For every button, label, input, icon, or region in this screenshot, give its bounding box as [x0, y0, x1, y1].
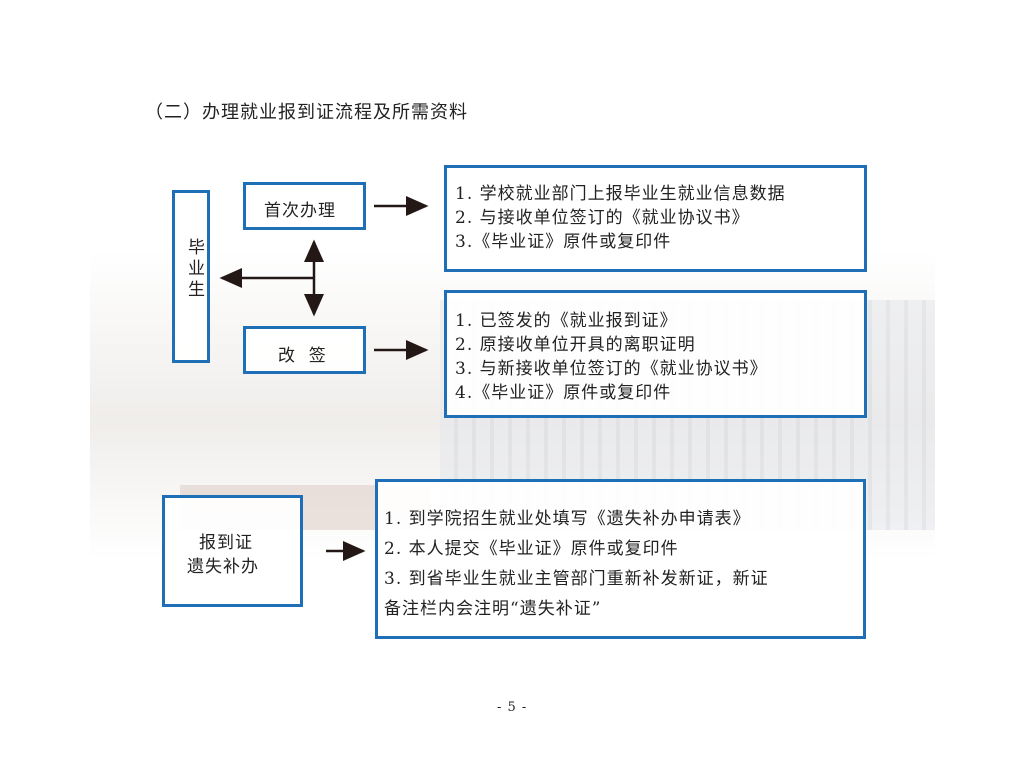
requirement-item: 3. 与新接收单位签订的《就业协议书》: [455, 359, 768, 379]
graduate-label: 毕业生: [184, 238, 204, 301]
graduate-box: 毕业生: [172, 190, 210, 363]
section-heading: （二）办理就业报到证流程及所需资料: [145, 102, 468, 123]
requirement-item: 2. 原接收单位开具的离职证明: [455, 335, 696, 355]
requirement-item: 4.《毕业证》原件或复印件: [455, 383, 672, 403]
requirement-item: 3. 到省毕业生就业主管部门重新补发新证，新证: [384, 569, 769, 589]
requirement-item: 备注栏内会注明“遗失补证”: [384, 599, 602, 619]
lost-reissue-box: 报到证 遗失补办: [162, 495, 303, 607]
reissue-label: 改 签: [278, 346, 327, 366]
reissue-requirements: 1. 已签发的《就业报到证》 2. 原接收单位开具的离职证明 3. 与新接收单位…: [444, 290, 867, 418]
reissue-box: 改 签: [243, 326, 366, 374]
requirement-item: 2. 本人提交《毕业证》原件或复印件: [384, 539, 679, 559]
requirement-item: 1. 到学院招生就业处填写《遗失补办申请表》: [384, 509, 751, 529]
requirement-item: 2. 与接收单位签订的《就业协议书》: [455, 208, 750, 228]
requirement-item: 1. 已签发的《就业报到证》: [455, 311, 678, 331]
requirement-item: 1. 学校就业部门上报毕业生就业信息数据: [455, 184, 786, 204]
lost-requirements: 1. 到学院招生就业处填写《遗失补办申请表》 2. 本人提交《毕业证》原件或复印…: [375, 479, 866, 639]
first-time-box: 首次办理: [243, 182, 366, 230]
lost-label-line1: 报到证: [199, 533, 253, 553]
lost-label-line2: 遗失补办: [187, 557, 259, 577]
first-time-requirements: 1. 学校就业部门上报毕业生就业信息数据 2. 与接收单位签订的《就业协议书》 …: [444, 165, 867, 272]
requirement-item: 3.《毕业证》原件或复印件: [455, 232, 672, 252]
first-time-label: 首次办理: [264, 201, 336, 221]
page-number: - 5 -: [497, 700, 528, 715]
